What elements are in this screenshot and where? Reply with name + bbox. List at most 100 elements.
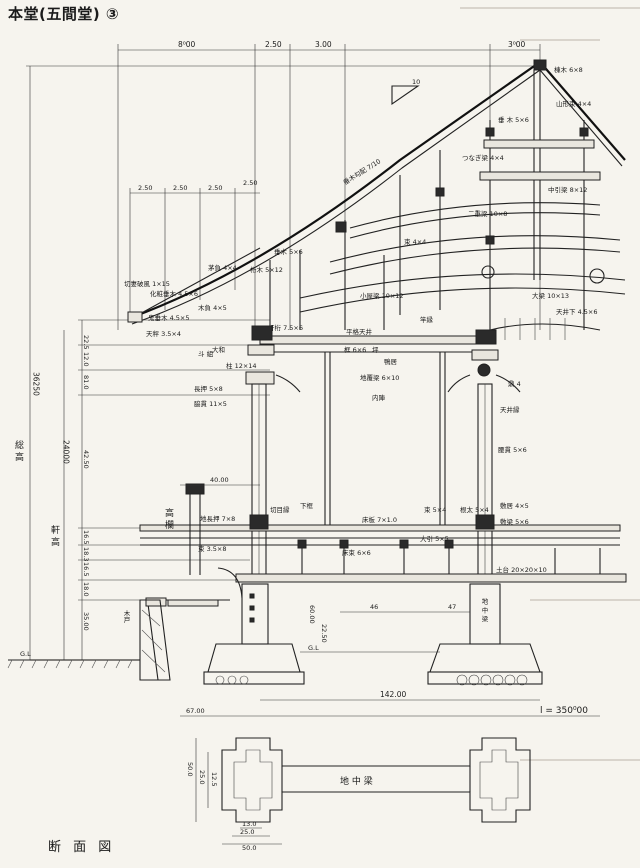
label-tokyo: 斗 組 (198, 349, 214, 358)
dim-47: 47 (448, 603, 456, 611)
label-naijin: 内陣 (372, 393, 386, 402)
label-jichuhari: 地 中 梁 (340, 775, 373, 787)
dim-142: 142.00 (380, 690, 406, 699)
label-munaki: 棟木 6×8 (554, 65, 583, 74)
dim-f125: 12.5 (210, 772, 218, 786)
eave-dimension-line: 2.50 2.50 2.50 2.50 (129, 179, 260, 320)
label-kamoi: 鴨居 (384, 357, 398, 366)
label-nagaoshi: 長押 5×8 (194, 384, 223, 393)
label-jichuhari-v: 地 中 梁 (480, 597, 488, 623)
page-title: 本堂(五間堂) ③ (8, 5, 120, 23)
dim-top-1: 8⁰00 (178, 40, 196, 49)
gravel (215, 674, 528, 686)
dim-f130: 13.0 (242, 820, 256, 828)
label-yamazuka: 山形束 4×4 (556, 99, 591, 108)
king-post-truss (269, 70, 626, 330)
label-shiki: 敷梁 5×6 (500, 517, 529, 526)
label-koyabari: 小屋梁 10×12 (360, 291, 404, 300)
foundations: 地 中 梁 G.L G.L (7, 583, 543, 686)
label-taihei: 大梁 10×13 (532, 291, 569, 300)
dim-top-3: 3.00 (315, 40, 332, 49)
drawing-caption: 断 面 図 (48, 840, 116, 855)
dim-f500: 50.0 (186, 762, 194, 776)
side-dim-1: 12.0 (82, 352, 90, 366)
label-hashira: 柱 12×14 (226, 361, 257, 370)
dim-eave-d: 2.50 (243, 179, 257, 187)
label-koran: 高 欄 (163, 507, 174, 530)
label-tenjo: 天井下 4.5×6 (556, 307, 598, 316)
slope-value: 10 (412, 78, 420, 86)
label-jikubari: 地覆梁 6×10 (360, 373, 399, 382)
label-tsukaba: 束 4×4 (404, 238, 426, 246)
label-onitaru: 鬼垂木 4.5×5 (148, 313, 190, 322)
label-nokigeta: 切妻破風 1×15 (124, 279, 170, 288)
label-kamakuchi: 框 6×6 (344, 345, 366, 354)
label-koshinuki: 腰貫 5×6 (498, 446, 527, 454)
side-dim-0: 22.5 (82, 335, 90, 349)
ground-hatch-left (7, 659, 133, 669)
side-dim-6: 16.5 (82, 562, 90, 576)
label-nedaka: 根太 5×4 (460, 505, 489, 514)
dim-40: 40.00 (210, 476, 229, 484)
foundation-plan: 地 中 梁 50.0 25.0 12.5 13.0 25.0 50.0 (186, 737, 531, 852)
dim-h600: 60.00 (308, 605, 316, 624)
label-hiragaku: 平格天井 (346, 327, 373, 336)
stone-step (139, 599, 171, 681)
label-nokidaiwa: 軒桁 7.5×6 (268, 323, 303, 332)
label-tsubo: 坪 (372, 346, 379, 354)
label-gegyo: 下框 (300, 501, 314, 510)
side-dim-5: 18.3 (82, 547, 90, 561)
dim-top-2: 2.50 (265, 40, 282, 49)
dim-top-4: 3⁰00 (508, 40, 526, 49)
label-shikii: 敷居 4×5 (500, 501, 529, 510)
sougou-label: 総 高 (13, 439, 24, 462)
nokidaka-label: 軒 高 (49, 525, 60, 547)
dim-46: 46 (370, 603, 378, 611)
label-tsunagi: つなぎ梁 4×4 (462, 153, 504, 162)
ghost-lines (30, 7, 640, 761)
roof-note: 垂木勾配 7/10 (341, 156, 382, 186)
label-keta: 垂木 5×6 (274, 247, 303, 256)
label-tsukaken: 束 3.5×8 (198, 545, 227, 553)
side-dim-2: 81.0 (82, 375, 90, 389)
gl-left: G.L (20, 650, 31, 658)
label-tenbin: 天秤 3.5×4 (146, 329, 181, 338)
label-kesho: 桁木 5×12 (250, 265, 283, 274)
label-kayaoi: 茅負 4×4 (208, 263, 237, 272)
dim-eave-a: 2.50 (138, 184, 152, 192)
nokidaka-value: 24000 (62, 440, 71, 464)
label-tenjobuchi: 天井縁 (500, 405, 520, 414)
dim-span: l = 350⁰00 (540, 706, 588, 716)
side-dim-8: 35.00 (82, 612, 90, 631)
dim-f250b: 25.0 (240, 828, 254, 836)
label-kido: 木戸 (122, 609, 130, 625)
frame-member-labels: 平格天井 竿縁 大和 柱 12×14 長押 5×8 脇貫 11×5 框 6×6 … (163, 315, 547, 574)
main-frame (139, 318, 627, 583)
label-fusuma: 化粧垂木 4.5×6 (150, 289, 198, 298)
sougou-value: 36250 (32, 372, 41, 396)
side-dim-4: 16.5 (82, 530, 90, 544)
label-jinoki: 地長押 7×8 (200, 514, 235, 523)
label-wakinuki: 脇貫 11×5 (194, 400, 227, 408)
dim-eave-b: 2.50 (173, 184, 187, 192)
label-takaku: 垂 木 5×6 (498, 115, 529, 124)
dim-f250: 25.0 (198, 770, 206, 784)
label-kiratsuke: 木負 4×5 (198, 303, 227, 312)
label-tsuka: 束 5×4 (424, 506, 446, 514)
ceiling-grid (504, 318, 566, 340)
label-ohbiki: 大引 5×5 (420, 534, 449, 543)
label-dodai: 土台 20×20×10 (496, 565, 547, 574)
veranda-handrail: 木戸 (122, 483, 243, 681)
dim-h2250: 22.50 (320, 624, 328, 643)
label-daiwa: 大和 (212, 345, 225, 354)
side-dim-7: 18.0 (82, 582, 90, 596)
gl-mid: G.L (308, 644, 319, 652)
left-vertical-dimensions: 総 高 36250 軒 高 24000 22.5 12.0 81.0 42.50… (13, 65, 540, 660)
label-yuka: 床板 7×1.0 (362, 515, 397, 524)
dim-f500b: 50.0 (242, 844, 256, 852)
label-kirime: 切目縁 (270, 505, 290, 514)
dim-67: 67.00 (186, 707, 205, 715)
label-fuki: 床束 6×6 (342, 548, 371, 557)
label-kanae: 鼎 4 (508, 380, 521, 388)
